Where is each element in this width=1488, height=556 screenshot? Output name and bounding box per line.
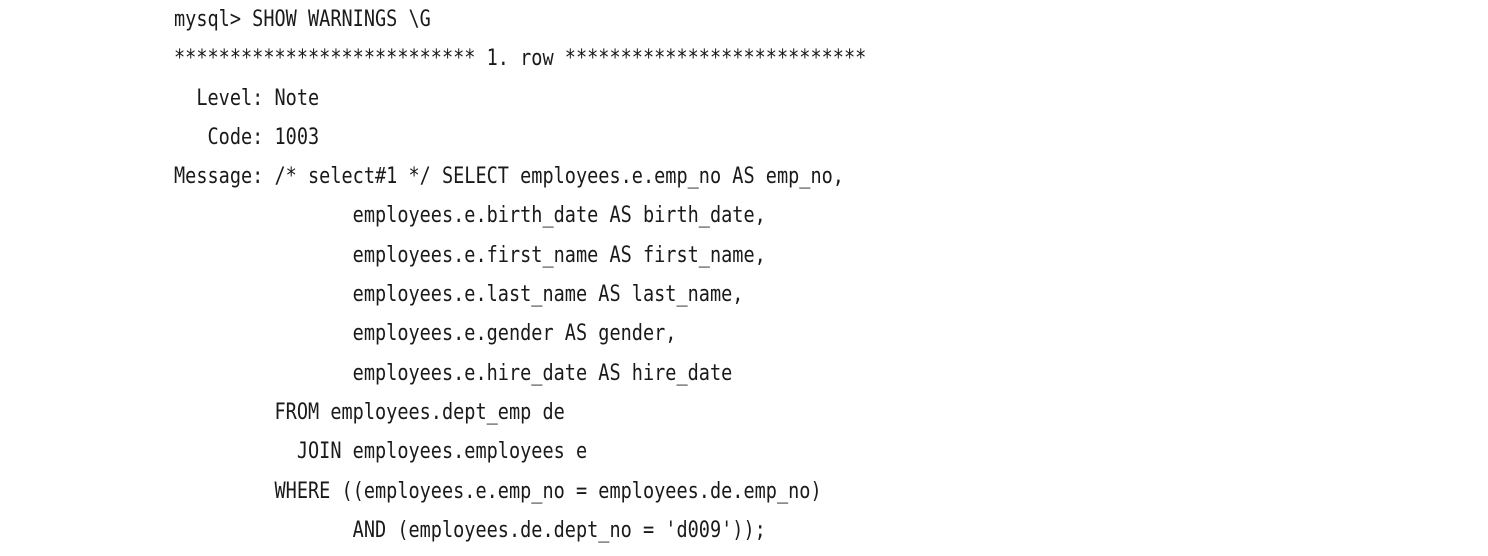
level-line: Level: Note <box>174 85 320 111</box>
message-line-10: AND (employees.de.dept_no = 'd009')); <box>174 517 766 543</box>
code-line: Code: 1003 <box>174 124 320 150</box>
message-line-3: employees.e.first_name AS first_name, <box>174 242 766 268</box>
message-line-6: employees.e.hire_date AS hire_date <box>174 360 733 386</box>
message-line-9: WHERE ((employees.e.emp_no = employees.d… <box>174 478 822 504</box>
prompt-line: mysql> SHOW WARNINGS \G <box>174 7 431 32</box>
message-line-7: FROM employees.dept_emp de <box>174 399 565 425</box>
message-line-1: Message: /* select#1 */ SELECT employees… <box>174 164 844 190</box>
message-line-4: employees.e.last_name AS last_name, <box>174 282 744 308</box>
row-separator: *************************** 1. row *****… <box>174 46 867 72</box>
message-line-5: employees.e.gender AS gender, <box>174 321 677 347</box>
terminal-output: mysql> SHOW WARNINGS \G *****************… <box>174 0 866 550</box>
message-line-8: JOIN employees.employees e <box>174 439 588 465</box>
message-line-2: employees.e.birth_date AS birth_date, <box>174 203 766 229</box>
